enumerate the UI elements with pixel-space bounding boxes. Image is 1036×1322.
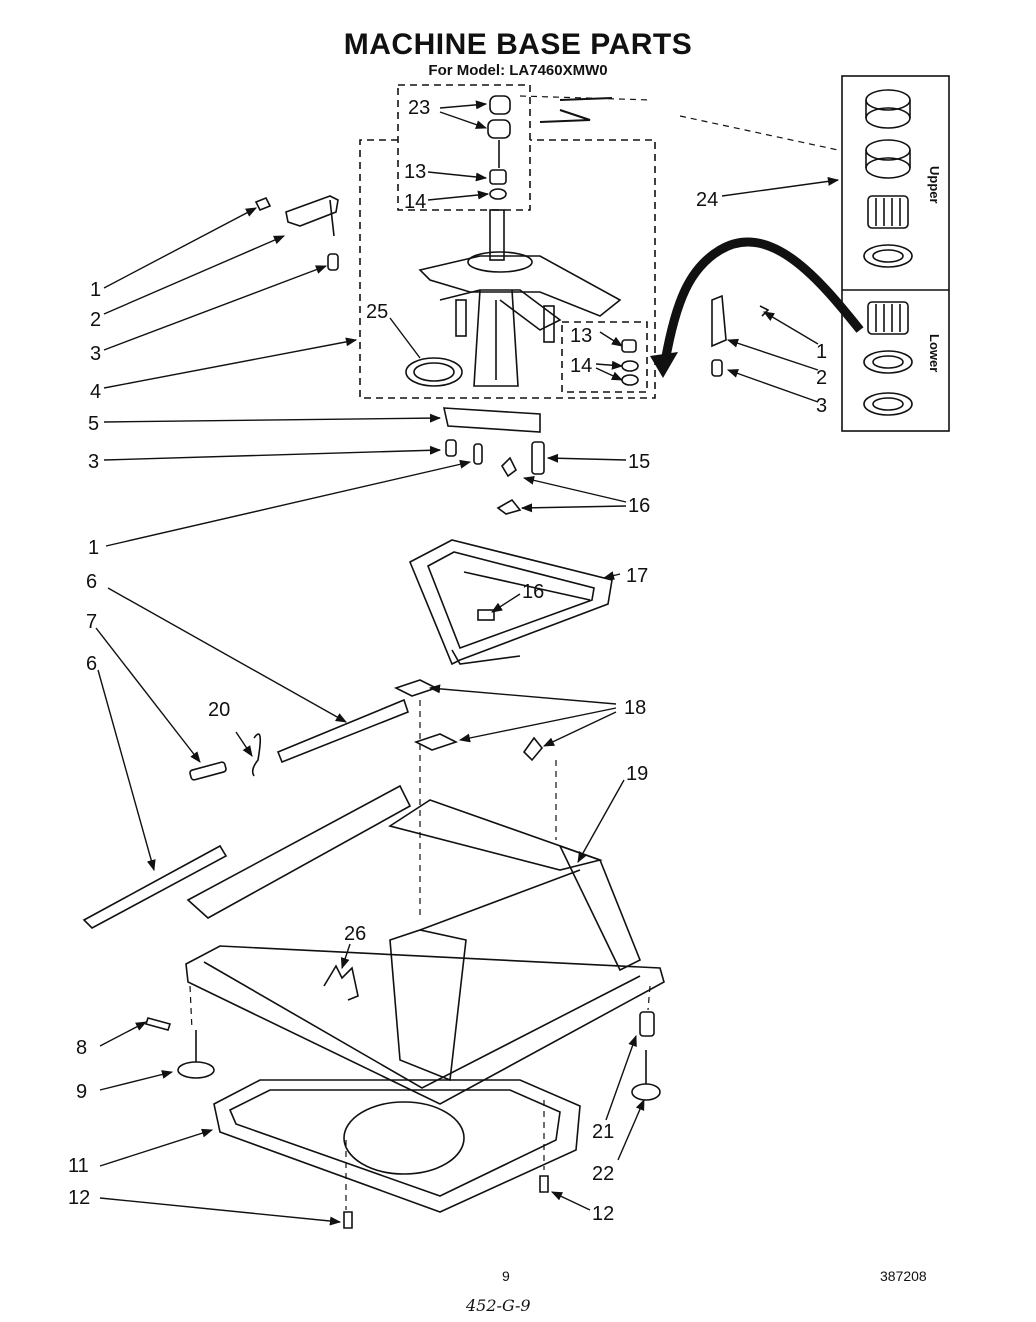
- callout-4: 4: [90, 381, 101, 403]
- top-bushing-stack: [487, 95, 511, 200]
- callout-17: 17: [626, 565, 648, 587]
- callout-1: 1: [90, 279, 101, 301]
- callout-3: 3: [816, 395, 827, 417]
- bracket-26: [323, 964, 359, 1001]
- callout-9: 9: [76, 1081, 87, 1103]
- screw-12b: [539, 1175, 549, 1193]
- ring-25: [405, 357, 463, 387]
- bearing-kit-box: [841, 75, 950, 432]
- callout-8: 8: [76, 1037, 87, 1059]
- leader-lines: [95, 100, 840, 1226]
- upper-bearing-set: [863, 89, 913, 268]
- page-number: 9: [502, 1268, 510, 1284]
- model-subtitle: For Model: LA7460XMW0: [428, 62, 608, 79]
- callout-11: 11: [68, 1155, 89, 1177]
- leg-bolt-8: [144, 1017, 172, 1031]
- callout-5: 5: [88, 413, 99, 435]
- leg-foot-22: [631, 1083, 661, 1101]
- callout-13: 13: [404, 161, 426, 183]
- callout-12: 12: [592, 1203, 614, 1225]
- pad-18c: [522, 736, 544, 762]
- handwritten-note: 452-G-9: [466, 1296, 531, 1315]
- shaft-arrow: [539, 109, 591, 123]
- alignment-lines: [189, 95, 839, 1210]
- strap-6b: [82, 844, 228, 929]
- base-pan-11: [213, 1079, 581, 1213]
- document-number: 387208: [880, 1268, 927, 1284]
- pad-18b: [413, 733, 459, 751]
- callout-12: 12: [68, 1187, 90, 1209]
- callout-25: 25: [366, 301, 388, 323]
- callout-1: 1: [816, 341, 827, 363]
- top-detail-box: [359, 84, 656, 399]
- callout-3: 3: [90, 343, 101, 365]
- callout-26: 26: [344, 923, 366, 945]
- upper-bearing-label: Upper: [927, 166, 942, 204]
- tub-support-17: [408, 539, 613, 666]
- callout-6: 6: [86, 571, 97, 593]
- callout-2: 2: [90, 309, 101, 331]
- leg-foot-9: [177, 1061, 215, 1079]
- strap-6a: [276, 698, 409, 764]
- callout-21: 21: [592, 1121, 614, 1143]
- left-upper-bracket: [254, 195, 339, 271]
- leg-sleeve-21: [639, 1011, 655, 1037]
- callout-3: 3: [88, 451, 99, 473]
- callout-16: 16: [522, 581, 544, 603]
- callout-2: 2: [816, 367, 827, 389]
- lower-bearing-set: [863, 301, 913, 416]
- callout-23: 23: [408, 97, 430, 119]
- callout-18: 18: [624, 697, 646, 719]
- callout-7: 7: [86, 611, 97, 633]
- center-post-assembly: [418, 209, 622, 387]
- callout-22: 22: [592, 1163, 614, 1185]
- brace-5: [442, 407, 541, 433]
- callout-14: 14: [404, 191, 426, 213]
- spring-20: [251, 733, 262, 777]
- page-title: MACHINE BASE PARTS: [343, 28, 693, 61]
- callout-6: 6: [86, 653, 97, 675]
- callout-13: 13: [570, 325, 592, 347]
- screw-12a: [343, 1211, 353, 1229]
- callout-24: 24: [696, 189, 718, 211]
- right-bracket: [711, 294, 770, 377]
- spring-7: [189, 761, 227, 781]
- callout-14: 14: [570, 355, 592, 377]
- lower-bearing-label: Lower: [927, 334, 942, 372]
- callout-labels: 23 13 14 24 1 2 3 4 25 13 14 1 2 3 5 3 1…: [68, 97, 827, 1225]
- base-frame-19: [185, 784, 665, 1105]
- callout-20: 20: [208, 699, 230, 721]
- callout-16: 16: [628, 495, 650, 517]
- bearing-location-arrow: [660, 237, 864, 363]
- callout-19: 19: [626, 763, 648, 785]
- callout-15: 15: [628, 451, 650, 473]
- callout-1: 1: [88, 537, 99, 559]
